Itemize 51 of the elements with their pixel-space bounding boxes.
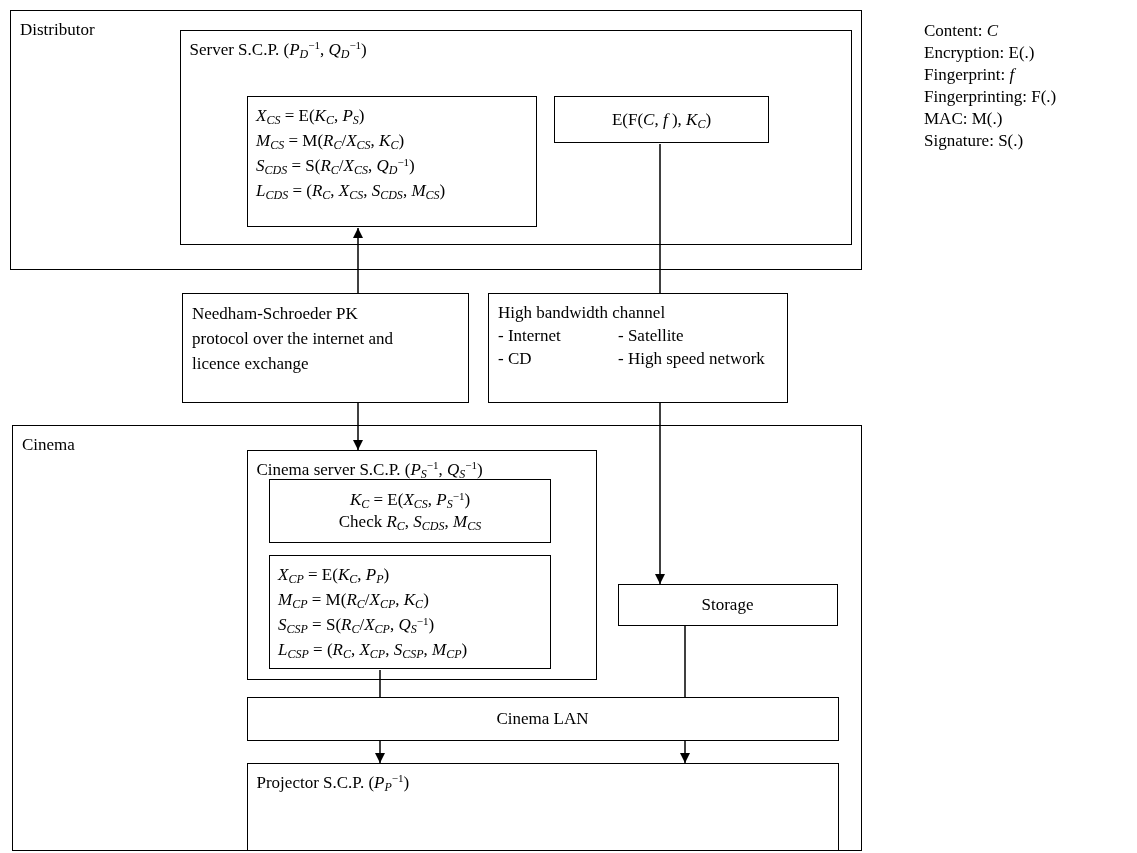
formula: S$_{CSP}$ = S(R$_{C}$/X$_{CP}$, Q$_{S}$$^{−1}$) [278, 613, 436, 637]
list-item: - Satellite [618, 325, 685, 347]
formula: M$_{CS}$ = M(R$_{C}$/X$_{CS}$, K$_{C}$) [256, 130, 406, 153]
arrow [353, 227, 363, 294]
connector-line [659, 143, 661, 294]
cinema-frame [12, 425, 862, 851]
box-title: Cinema server S.C.P. (P$_{S}$$^{−1}$, Q$_{S}$$^{−1}$) [256, 458, 483, 482]
arrow [680, 740, 690, 764]
process-box [488, 293, 788, 403]
box-title: Cinema [22, 434, 75, 456]
formula: X$_{CP}$ = E(K$_{C}$, P$_{P}$) [278, 564, 391, 587]
box-label: E(F(C, f ), K$_{C}$) [611, 108, 712, 131]
formula: Check R$_{C}$, S$_{CDS}$, M$_{CS}$ [338, 511, 482, 533]
key-definition: Fingerprinting: F(.) [924, 86, 1057, 108]
connector-line [684, 625, 686, 698]
key-definition: Signature: S(.) [924, 130, 1025, 152]
list-item: - Internet [498, 325, 562, 347]
process-box [554, 96, 769, 143]
formula: M$_{CP}$ = M(R$_{C}$/X$_{CP}$, K$_{C}$) [278, 589, 430, 612]
server-box [179, 29, 852, 245]
formula: S$_{CDS}$ = S(R$_{C}$/X$_{CS}$, Q$_{D}$$^{−1}$) [256, 154, 416, 178]
box-label: Needham-Schroeder PK protocol over the internet and licence exchange [192, 303, 395, 375]
box-label: Storage [701, 593, 754, 616]
box-title: Server S.C.P. (P$_{D}$$^{−1}$, Q$_{D}$$^{−1}$) [189, 38, 367, 62]
connector-line [379, 669, 381, 698]
arrow [375, 740, 385, 764]
distributor-frame [10, 10, 862, 270]
formula: K$_{C}$ = E(X$_{CS}$, P$_{S}$$^{−1}$) [349, 489, 471, 511]
formula-box [269, 555, 551, 669]
formula: L$_{CSP}$ = (R$_{C}$, X$_{CP}$, S$_{CSP}$, M$_{CP}$) [278, 639, 469, 662]
formula: L$_{CDS}$ = (R$_{C}$, X$_{CS}$, S$_{CDS}$, M$_{CS}$) [256, 180, 447, 203]
arrow [655, 402, 665, 585]
formula: X$_{CS}$ = E(K$_{C}$, P$_{S}$) [256, 105, 366, 128]
box-heading: High bandwidth channel [498, 302, 667, 324]
key-definition: Content: C [924, 20, 1000, 42]
lan-bar [246, 696, 839, 741]
process-box [182, 293, 469, 403]
key-definition: Encryption: E(.) [924, 42, 1036, 64]
key-definition: Fingerprint: f [924, 64, 1017, 86]
list-item: - High speed network [618, 348, 766, 370]
formula-box [269, 479, 551, 543]
box-title: Projector S.C.P. (P$_{P}$$^{−1}$) [256, 771, 410, 795]
projector-box [246, 762, 839, 851]
box-title: Distributor [20, 19, 95, 41]
list-item: - CD [498, 348, 533, 370]
arrow [353, 402, 363, 451]
cinema-server-box [246, 449, 597, 680]
box-label: Cinema LAN [496, 707, 589, 730]
formula-box [247, 96, 537, 227]
storage-box [617, 583, 838, 626]
key-definition: MAC: M(.) [924, 108, 1004, 130]
